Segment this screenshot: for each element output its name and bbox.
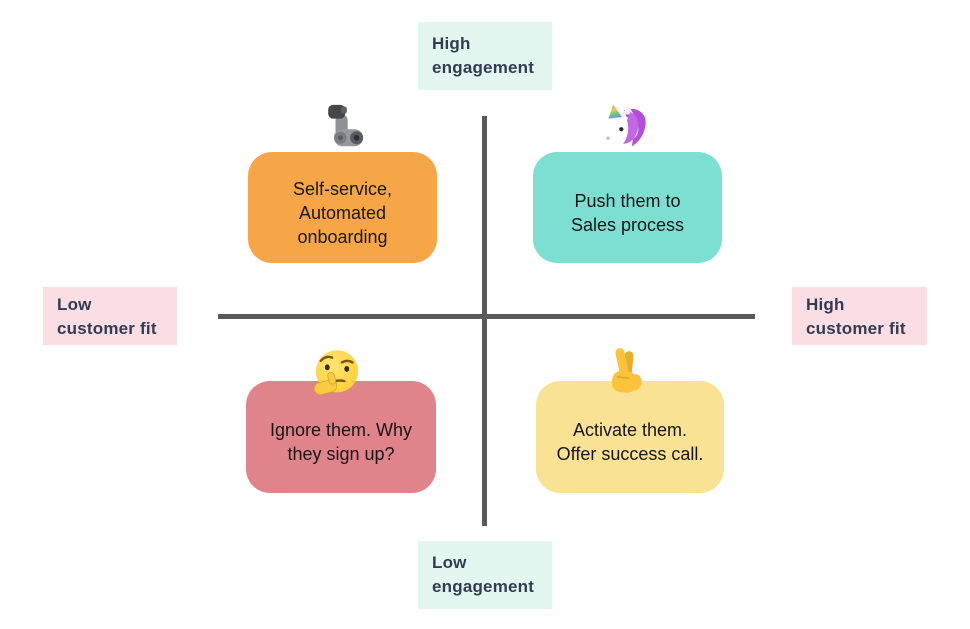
card-text-line: Ignore them. Why [269, 420, 413, 440]
axis-label-line: Low [57, 295, 92, 314]
thinking-face-icon [311, 347, 363, 399]
card-text-line: onboarding [297, 226, 388, 247]
card-text-line: Activate them. [572, 420, 688, 440]
card-text-line: Self-service, [292, 178, 393, 199]
axis-label-line: High [806, 295, 845, 314]
crossed-fingers-icon [600, 347, 652, 399]
axis-label-line: customer fit [806, 319, 906, 338]
mechanical-arm-icon [316, 104, 368, 156]
card-activate-them: Activate them. Offer success call. [536, 381, 724, 493]
axis-label-high-engagement: High engagement [418, 22, 552, 90]
unicorn-icon [601, 104, 653, 156]
vertical-axis-line [482, 116, 487, 526]
axis-label-line: engagement [432, 577, 535, 596]
card-text-line: Automated [298, 202, 387, 223]
axis-label-line: Low [432, 553, 467, 572]
card-text-line: they sign up? [287, 444, 395, 464]
card-push-to-sales: Push them to Sales process [533, 152, 722, 263]
axis-label-line: High [432, 34, 471, 53]
card-self-service: Self-service, Automated onboarding [248, 152, 437, 263]
axis-label-line: customer fit [57, 319, 157, 338]
card-text-line: Sales process [570, 214, 685, 235]
card-ignore-them: Ignore them. Why they sign up? [246, 381, 436, 493]
horizontal-axis-line [218, 314, 755, 319]
card-text: Activate them. Offer success call. [557, 418, 704, 466]
axis-label-high-customer-fit: High customer fit [792, 287, 927, 345]
card-text: Ignore them. Why they sign up? [270, 418, 412, 466]
axis-label-low-engagement: Low engagement [418, 541, 552, 609]
axis-label-line: engagement [432, 58, 535, 77]
card-text-line: Offer success call. [556, 444, 704, 464]
axis-label-low-customer-fit: Low customer fit [43, 287, 177, 345]
card-text: Self-service, Automated onboarding [293, 177, 392, 249]
card-text-line: Push them to [574, 190, 681, 211]
card-text: Push them to Sales process [571, 189, 684, 237]
